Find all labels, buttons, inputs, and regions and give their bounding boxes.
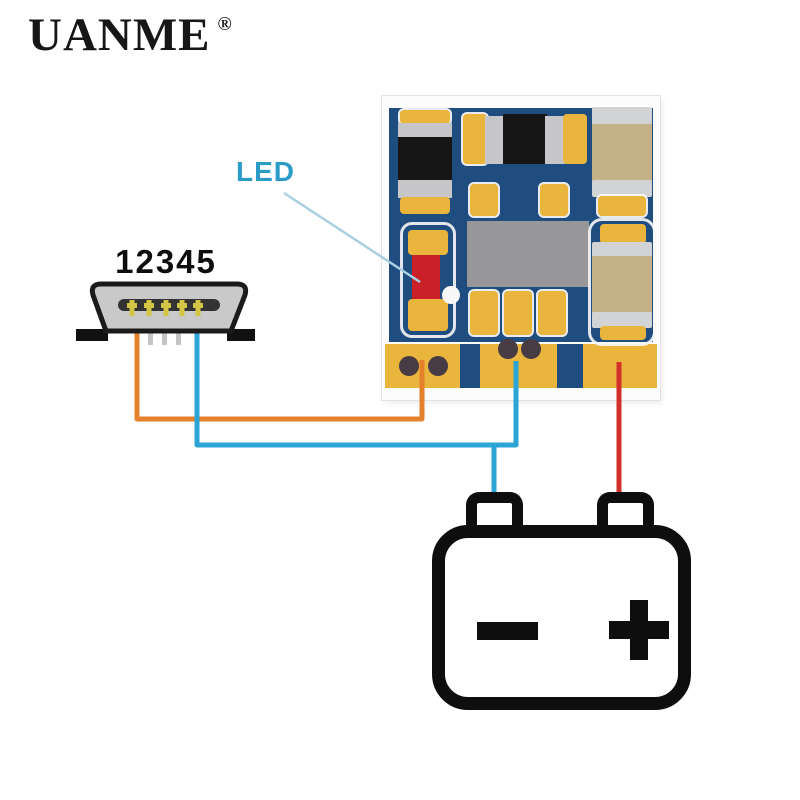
- cyan-wire: [194, 330, 519, 448]
- solder-pad: [598, 196, 646, 216]
- usb-leg: [162, 332, 167, 345]
- micro-usb-connector-icon: [76, 281, 255, 345]
- solder-pad: [400, 110, 450, 124]
- battery-positive-terminal: [597, 492, 654, 532]
- capacitor-terminal: [592, 312, 652, 328]
- usb-pins: [127, 300, 203, 316]
- solder-pad: [538, 291, 566, 335]
- solder-pad: [408, 299, 448, 331]
- led-pointer-line: [283, 191, 421, 284]
- battery-negative-terminal: [466, 492, 523, 532]
- solder-pad: [470, 291, 498, 335]
- minus-symbol: [477, 622, 538, 640]
- pcb-module: [382, 96, 660, 400]
- capacitor-terminal: [592, 107, 652, 125]
- usb-leg: [176, 332, 181, 345]
- component-terminal: [485, 116, 505, 164]
- brand-name: UANME: [28, 9, 211, 61]
- pad-gap: [557, 344, 583, 388]
- capacitor-top-right: [592, 124, 652, 181]
- capacitor-silkscreen-outline: [588, 218, 656, 346]
- orange-wire: [134, 330, 425, 422]
- solder-pad: [540, 184, 568, 216]
- component-terminal: [398, 180, 452, 198]
- usb-mount-tab: [76, 329, 108, 341]
- via-hole: [428, 356, 448, 376]
- brand-logo: UANME ®: [28, 8, 233, 62]
- solder-pad: [408, 230, 448, 255]
- via-hole: [521, 339, 541, 359]
- solder-pad: [600, 326, 646, 340]
- capacitor-terminal: [592, 242, 652, 258]
- led-label: LED: [236, 156, 295, 187]
- pad-gap: [460, 344, 480, 388]
- silkscreen-dot: [442, 286, 460, 304]
- usb-pin-numbers: 12345: [115, 243, 217, 280]
- led-silkscreen-outline: [400, 222, 456, 338]
- solder-pad: [504, 291, 532, 335]
- led-component: [412, 255, 440, 299]
- capacitor-terminal: [592, 180, 652, 197]
- registered-trademark-icon: ®: [217, 14, 233, 35]
- solder-pad: [470, 184, 498, 216]
- solder-pad: [600, 224, 646, 244]
- component-terminal: [545, 116, 565, 164]
- ic-chip: [467, 221, 589, 287]
- diode-component: [398, 137, 452, 181]
- battery-body: [432, 525, 691, 710]
- usb-mount-tab: [227, 329, 255, 341]
- capacitor-right: [592, 256, 652, 314]
- usb-leg: [148, 332, 153, 345]
- component-terminal: [398, 123, 452, 138]
- via-hole: [498, 339, 518, 359]
- plus-symbol-vertical: [630, 600, 648, 660]
- via-hole: [399, 356, 419, 376]
- resistor-component: [503, 114, 547, 164]
- solder-pad: [463, 114, 487, 164]
- solder-pad: [563, 114, 587, 164]
- solder-pad: [400, 197, 450, 214]
